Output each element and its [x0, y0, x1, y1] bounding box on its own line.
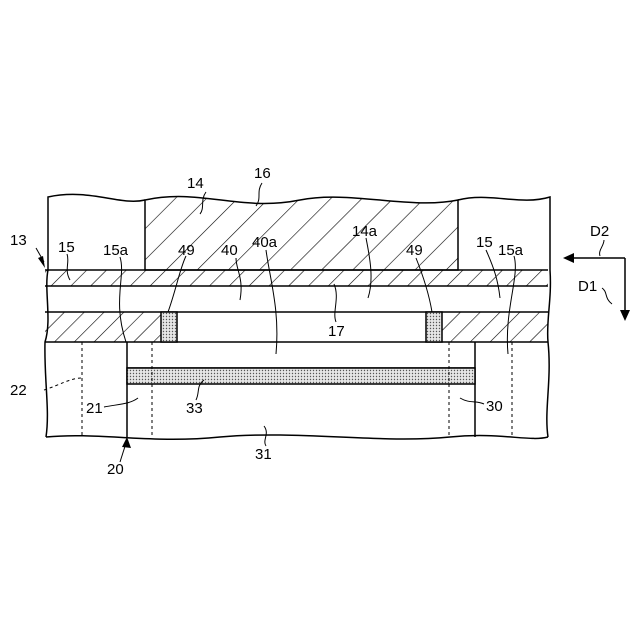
- label-33: 33: [186, 400, 203, 417]
- label-49-left: 49: [178, 242, 195, 259]
- label-13: 13: [10, 232, 27, 249]
- label-21: 21: [86, 400, 103, 417]
- label-15-left: 15: [58, 239, 75, 256]
- component-20: [46, 342, 548, 439]
- label-15a-left: 15a: [103, 242, 129, 259]
- right-break-edge: [547, 270, 551, 437]
- label-14: 14: [187, 175, 204, 192]
- label-31: 31: [255, 446, 272, 463]
- label-d1: D1: [578, 278, 597, 295]
- arrow-20: [120, 437, 131, 462]
- label-16: 16: [254, 165, 271, 182]
- label-40a: 40a: [252, 234, 278, 251]
- label-14a: 14a: [352, 223, 378, 240]
- label-15-right: 15: [476, 234, 493, 251]
- spacer-49-right: [426, 312, 442, 342]
- label-20: 20: [107, 461, 124, 478]
- spacer-49-left: [161, 312, 177, 342]
- label-40: 40: [221, 242, 238, 259]
- label-d2: D2: [590, 223, 609, 240]
- arrow-13: [38, 256, 45, 268]
- label-15a-right: 15a: [498, 242, 524, 259]
- label-22: 22: [10, 382, 27, 399]
- label-49-right: 49: [406, 242, 423, 259]
- label-30: 30: [486, 398, 503, 415]
- label-17: 17: [328, 323, 345, 340]
- left-break-edge: [45, 270, 48, 437]
